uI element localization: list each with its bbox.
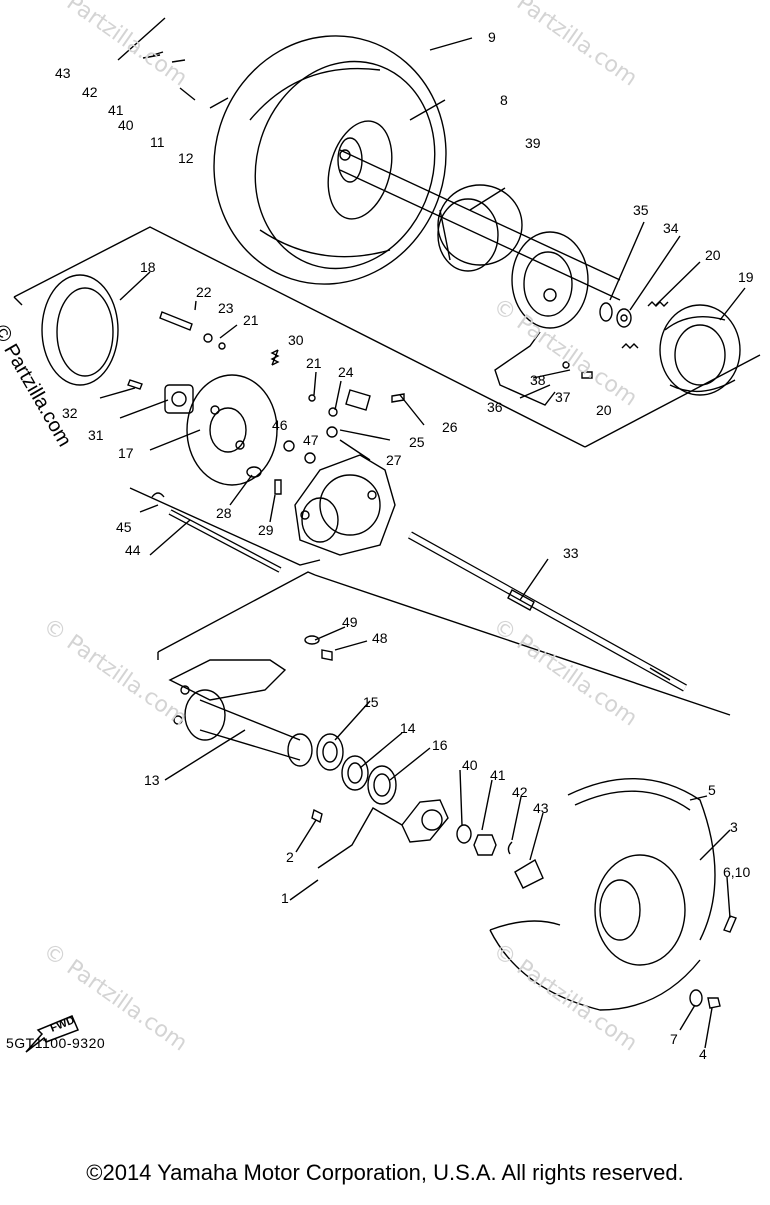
part-callout: 46 — [272, 417, 288, 433]
part-callout: 31 — [88, 427, 104, 443]
part-callout: 45 — [116, 519, 132, 535]
part-callout: 3 — [730, 819, 738, 835]
part-callout: 43 — [55, 65, 71, 81]
part-callout: 2 — [286, 849, 294, 865]
fwd-arrow-icon: FWD — [25, 1014, 79, 1053]
part-callout: 41 — [490, 767, 506, 783]
wheel-rim-8 — [327, 120, 393, 220]
rear-axle-33 — [408, 531, 687, 692]
part-callout: 35 — [633, 202, 649, 218]
part-callout: 34 — [663, 220, 679, 236]
part-callout-labels: 4342414011129839353420191822232130212432… — [55, 29, 754, 1062]
part-callout: 6,10 — [723, 864, 750, 880]
part-callout: 29 — [258, 522, 274, 538]
part-callout: 22 — [196, 284, 212, 300]
brake-shoe-19 — [659, 304, 741, 396]
part-callout: 18 — [140, 259, 156, 275]
part-callout: 5 — [708, 782, 716, 798]
part-callout: 9 — [488, 29, 496, 45]
part-callout: 42 — [512, 784, 528, 800]
part-callout: 40 — [118, 117, 134, 133]
part-callout: 11 — [150, 134, 165, 150]
brake-drum — [511, 231, 589, 329]
part-callout: 27 — [386, 452, 402, 468]
seal-18 — [41, 274, 119, 386]
part-callout: 41 — [108, 102, 124, 118]
part-callout: 49 — [342, 614, 358, 630]
part-callout: 20 — [596, 402, 612, 418]
tire-front-9 — [213, 35, 447, 285]
part-callout: 44 — [125, 542, 141, 558]
copyright-notice: ©2014 Yamaha Motor Corporation, U.S.A. A… — [86, 1160, 684, 1185]
tire-rear-5 — [489, 777, 716, 1011]
part-callout: 26 — [442, 419, 458, 435]
part-callout: 39 — [525, 135, 541, 151]
part-callout: 37 — [555, 389, 571, 405]
part-callout: 21 — [243, 312, 259, 328]
part-callout: 17 — [118, 445, 134, 461]
part-callout: 21 — [306, 355, 322, 371]
brake-panel-17 — [186, 374, 278, 486]
part-callout: 43 — [533, 800, 549, 816]
part-callout: 36 — [487, 399, 503, 415]
part-callout: 28 — [216, 505, 232, 521]
part-callout: 30 — [288, 332, 304, 348]
part-callout: 23 — [218, 300, 234, 316]
part-callout: 8 — [500, 92, 508, 108]
part-callout: 20 — [705, 247, 721, 263]
part-callout: 4 — [699, 1046, 707, 1062]
part-callout: 48 — [372, 630, 388, 646]
part-callout: 24 — [338, 364, 354, 380]
hub-1 — [401, 799, 449, 843]
part-callout: 42 — [82, 84, 98, 100]
part-callout: 1 — [281, 890, 289, 906]
part-callout: 33 — [563, 545, 579, 561]
final-gear-case — [294, 454, 396, 556]
part-callout: 19 — [738, 269, 754, 285]
part-callout: 38 — [530, 372, 546, 388]
part-callout: 47 — [303, 432, 319, 448]
seal-39 — [437, 184, 523, 272]
drawing-strokes — [13, 17, 761, 1049]
part-callout: 16 — [432, 737, 448, 753]
part-callout: 15 — [363, 694, 379, 710]
part-callout: 13 — [144, 772, 160, 788]
part-callout: 32 — [62, 405, 78, 421]
axle-housing-13 — [168, 659, 313, 767]
diagram-code: 5GT1100-9320 — [6, 1035, 106, 1051]
part-callout: 12 — [178, 150, 194, 166]
part-callout: 7 — [670, 1031, 678, 1047]
part-callout: 40 — [462, 757, 478, 773]
part-callout: 14 — [400, 720, 416, 736]
part-callout: 25 — [409, 434, 425, 450]
